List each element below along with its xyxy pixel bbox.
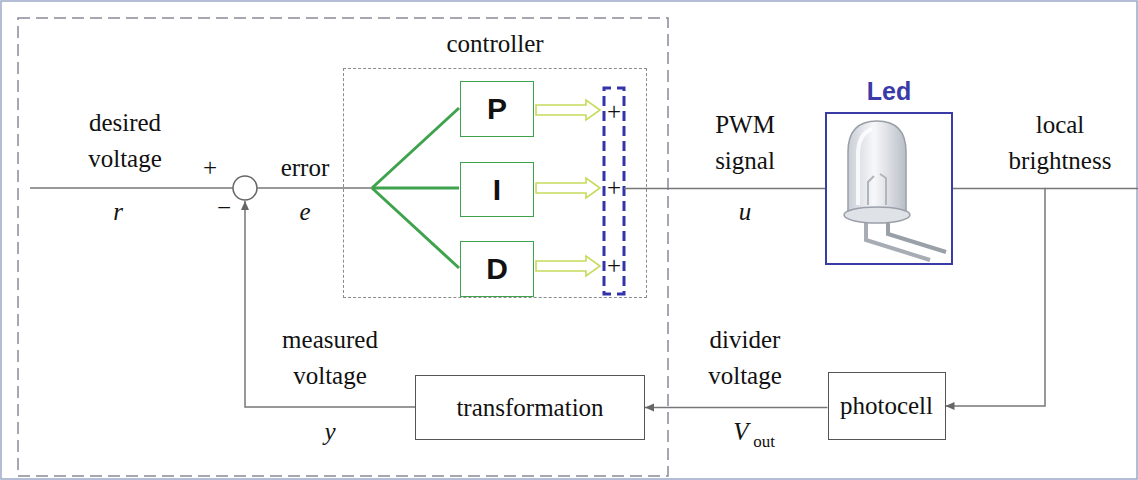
- signal-name: desired voltage: [70, 105, 180, 177]
- signal-subscript: out: [748, 432, 780, 452]
- led-illustration: [844, 121, 946, 260]
- error-wire: [257, 187, 372, 189]
- signal-symbol: u: [730, 194, 760, 230]
- branch-lines: [372, 108, 459, 268]
- sum-bracket: [604, 88, 624, 294]
- input-wire: [30, 187, 233, 189]
- box-text: photocell: [840, 391, 933, 421]
- signal-connector: [946, 189, 1046, 407]
- sum-mark: +: [605, 248, 623, 284]
- sum-mark: +: [605, 94, 623, 130]
- signal-symbol: V: [729, 414, 753, 450]
- led-box: Led: [825, 112, 953, 265]
- brightness-wire: [1045, 188, 1138, 190]
- box-text: I: [493, 173, 501, 207]
- hollow-arrow: [536, 256, 600, 276]
- signal-symbol: e: [290, 194, 320, 230]
- led-lead: [866, 222, 930, 260]
- term-box: D: [460, 241, 534, 297]
- signal-name: measured voltage: [270, 322, 390, 394]
- signal-symbol: y: [315, 414, 345, 450]
- signal-connector: [647, 188, 825, 190]
- process-box: photocell: [828, 372, 946, 440]
- process-box: transformation: [415, 375, 645, 440]
- branch-line: [372, 187, 459, 190]
- sum-arrows: [536, 100, 600, 276]
- led-rim: [844, 207, 910, 223]
- signal-connector: [645, 407, 828, 409]
- branch-line: [372, 188, 459, 268]
- led-internals: [868, 174, 886, 205]
- box-text: D: [486, 252, 508, 286]
- led-dome: [848, 121, 906, 214]
- branch-line: [372, 108, 459, 188]
- summing-junction: [233, 176, 257, 200]
- sign-mark: +: [198, 150, 222, 186]
- signal-name: local brightness: [1000, 107, 1120, 179]
- term-box: I: [460, 162, 534, 217]
- box-text: transformation: [456, 393, 603, 423]
- system-region: [18, 18, 668, 476]
- led-highlight: [858, 129, 872, 205]
- controller-box: controllerPID: [343, 68, 647, 298]
- box-heading: Led: [827, 76, 951, 106]
- box-text: P: [487, 92, 507, 126]
- signal-name: error: [265, 150, 345, 186]
- box-heading: controller: [344, 29, 646, 59]
- hollow-arrow: [536, 178, 600, 198]
- feedback-wire: [245, 201, 415, 407]
- sum-mark: +: [605, 170, 623, 206]
- term-box: P: [460, 81, 534, 137]
- signal-symbol: r: [103, 194, 133, 230]
- hollow-arrow: [536, 100, 600, 120]
- signal-name: PWM signal: [695, 107, 795, 179]
- output-wire: [624, 188, 647, 190]
- signal-name: divider voltage: [685, 322, 805, 394]
- led-lead: [888, 222, 946, 252]
- sign-mark: −: [212, 190, 236, 226]
